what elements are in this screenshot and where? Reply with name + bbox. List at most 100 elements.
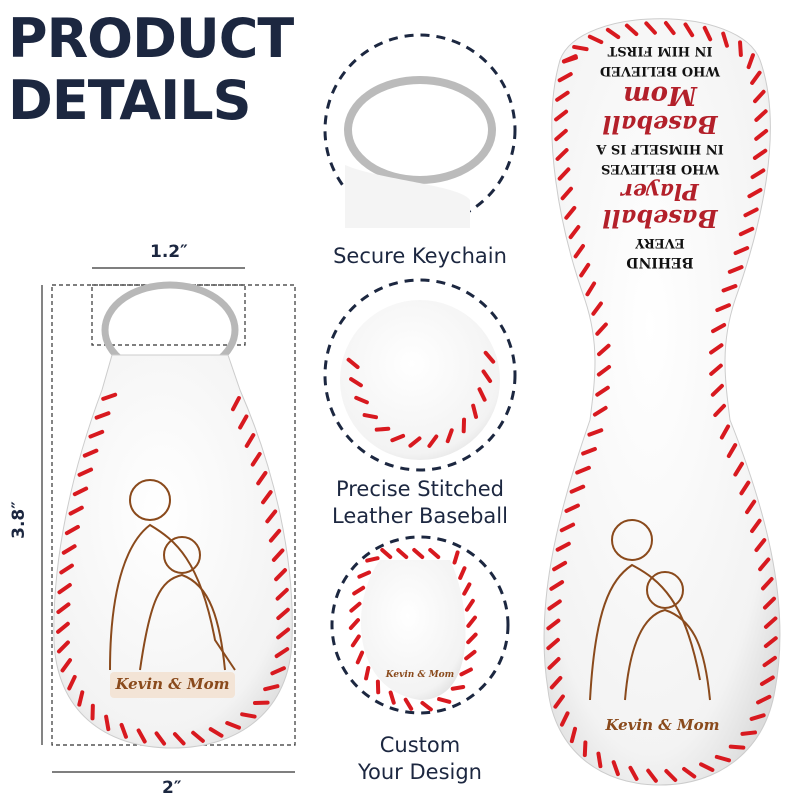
stitch [59,563,74,575]
stitch [727,265,744,274]
engraved-name: Kevin & Mom [115,675,230,693]
stitch [408,436,422,448]
stitch [481,369,493,384]
stitch [191,730,205,743]
stitch [82,448,99,458]
stitch [557,72,573,83]
stitch [555,148,569,161]
stitch [240,712,257,719]
stitch [756,694,772,705]
stitch [750,168,766,180]
stitch [754,538,767,553]
stitch [702,25,713,42]
stitch [569,484,586,494]
stitch [554,128,568,142]
stitch [749,713,766,721]
stitch [466,632,478,645]
stitch [699,762,715,772]
stitch [560,186,573,201]
stitch [549,676,563,690]
stitch [547,599,562,611]
stitch [759,675,775,686]
keychain-back [543,18,781,786]
stitch [752,148,768,160]
stitch [573,244,585,259]
stitch [763,636,778,649]
stitch [585,281,597,297]
stitch [477,387,487,402]
stitch [743,207,759,218]
stitch [663,21,676,36]
stitch [733,461,744,477]
stitch [547,657,561,670]
stitch [646,768,658,783]
stitch [557,167,571,181]
stitch [762,596,776,610]
stitch [459,667,473,677]
stitch [349,377,363,388]
stitch [591,301,603,316]
stitch [592,405,608,417]
stitch [549,580,565,591]
stitch [624,23,639,36]
stitch [714,754,731,763]
feature-label-keychain: Secure Keychain [333,244,507,268]
stitch [587,34,604,45]
stitch [746,53,755,70]
stitch [761,577,774,591]
stitch [582,740,588,758]
stitch [271,548,285,562]
stitch [276,627,291,640]
stitch [709,343,724,355]
stitch [88,429,105,439]
stitch [579,262,591,278]
stitch [682,766,697,779]
stitch [721,31,729,48]
stitch [595,322,608,336]
stitch [250,451,262,467]
stitch [355,650,365,665]
stitch [721,284,738,293]
stitch [710,383,724,397]
stitch [225,721,241,730]
dimension-width-top: 1.2″ [150,242,188,262]
stitch [60,658,72,673]
dimension-width-bottom: 2″ [162,778,182,798]
stitch-detail-circle [323,278,517,472]
stitch [244,433,256,448]
stitch [559,522,576,533]
stitch [365,556,380,563]
stitch [763,616,778,629]
stitch [595,385,610,397]
stitch [564,503,580,513]
stitch [452,550,460,565]
stitch [362,413,378,420]
stitch [275,587,289,601]
stitch [390,433,406,443]
stitch [57,582,72,595]
stitch [611,760,620,777]
stitch [56,602,71,615]
stitch [569,726,578,744]
stitch [464,598,475,612]
stitch [119,722,128,739]
stitch [388,690,396,705]
stitch [554,109,569,122]
stitch [274,568,287,582]
stitch [374,426,391,432]
stitch [230,396,241,412]
stitch [420,700,433,712]
stitch [575,465,591,475]
keychain-front [53,281,293,749]
stitch [67,674,77,691]
stitch [738,226,755,237]
stitch [64,524,80,536]
stitch [72,486,89,497]
stitch [354,395,369,405]
stitch [276,607,290,621]
stitch [553,694,565,709]
stitch [56,621,70,634]
stitch [154,731,167,746]
stitch [270,666,286,676]
